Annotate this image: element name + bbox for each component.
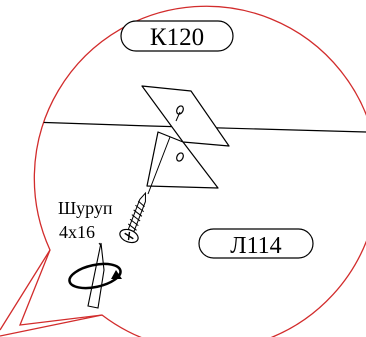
svg-text:Л114: Л114 [230,233,281,259]
fastener-size: 4x16 [59,222,95,242]
callout-leader-right [0,314,103,337]
screw [119,191,146,244]
part-label-k120: К120 [120,20,234,52]
angle-bracket [141,85,230,189]
screw-guide-line [147,111,181,195]
svg-text:К120: К120 [150,24,204,51]
part-label-l114: Л114 [198,228,314,259]
callout-leader-left [0,249,51,331]
screwdriver [87,242,105,309]
rotation-arrow-icon [68,262,122,290]
panel-joint-line [20,120,366,133]
fastener-name: Шуруп [58,198,113,218]
bracket-hole-bottom [176,152,184,162]
bracket-hole-top [176,105,184,115]
